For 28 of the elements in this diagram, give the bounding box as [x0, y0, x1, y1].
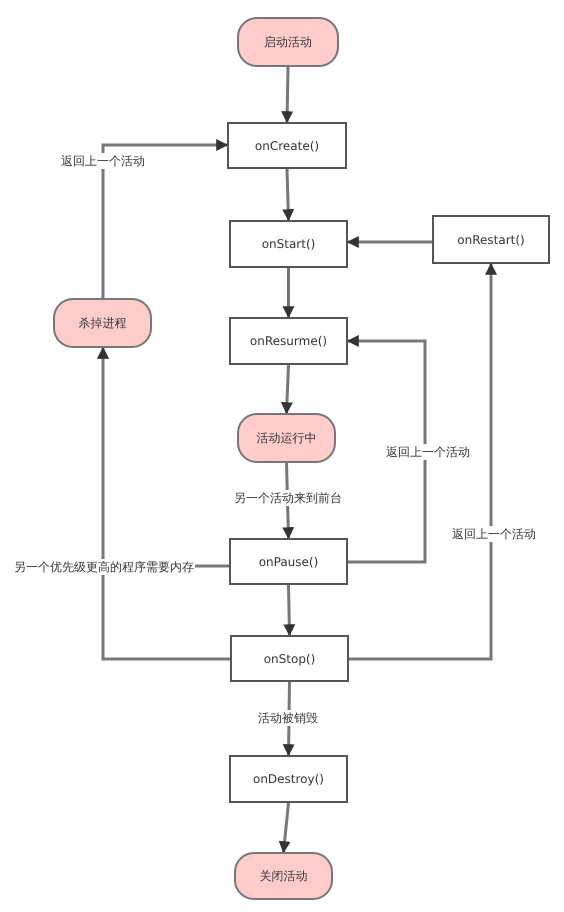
edge-label: 活动被销毁	[257, 710, 319, 726]
terminal-node: 杀掉进程	[53, 298, 152, 348]
edge-label: 另一个活动来到前台	[233, 490, 343, 506]
arrow	[282, 168, 294, 222]
process-box: onResurme()	[229, 317, 348, 365]
arrow	[346, 236, 432, 248]
process-box: onStart()	[229, 220, 348, 268]
terminal-node: 启动活动	[237, 17, 339, 67]
process-box: onCreate()	[227, 122, 347, 169]
arrow	[97, 346, 230, 660]
edge-label: 返回上一个活动	[385, 444, 471, 460]
arrow	[283, 584, 296, 636]
process-box: onStop()	[230, 635, 349, 682]
edge-label: 另一个优先级更高的程序需要内存	[13, 559, 195, 575]
terminal-node: 关闭活动	[234, 852, 333, 900]
terminal-node: 活动运行中	[237, 413, 336, 463]
edge-label: 返回上一个活动	[451, 526, 537, 542]
process-box: onPause()	[229, 538, 348, 585]
arrow	[282, 268, 294, 318]
arrow	[280, 364, 293, 414]
arrow	[346, 335, 426, 564]
arrow	[349, 262, 497, 660]
arrow	[278, 802, 291, 854]
process-box: onRestart()	[432, 215, 550, 264]
edge-label: 返回上一个活动	[60, 153, 146, 169]
arrow	[102, 139, 228, 298]
arrow	[281, 66, 294, 124]
process-box: onDestroy()	[229, 755, 348, 803]
